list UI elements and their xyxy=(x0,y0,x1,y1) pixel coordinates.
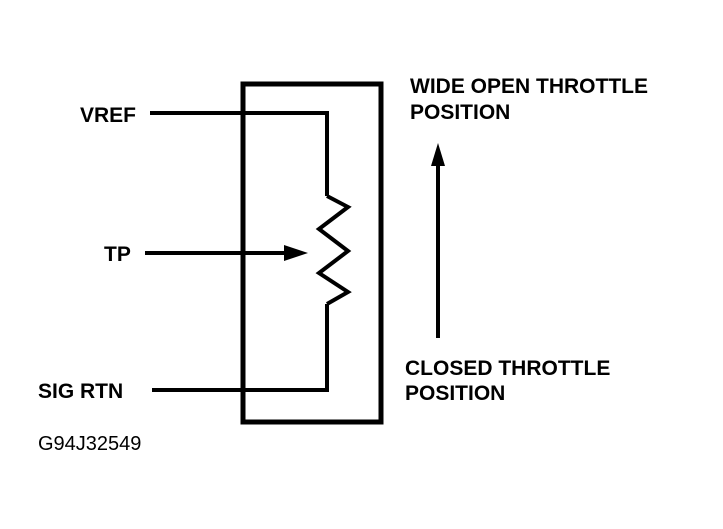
resistor-symbol xyxy=(315,194,352,306)
tp-wiper-arrowhead xyxy=(284,245,308,261)
wide-open-label-line2: POSITION xyxy=(410,101,510,124)
throttle-direction-arrowhead xyxy=(431,143,445,166)
sig-rtn-label: SIG RTN xyxy=(38,380,123,403)
closed-label-line2: POSITION xyxy=(405,382,505,405)
wide-open-label-line1: WIDE OPEN THROTTLE xyxy=(410,75,648,98)
tp-label: TP xyxy=(104,243,131,266)
closed-label-line1: CLOSED THROTTLE xyxy=(405,357,610,380)
sig-rtn-wire xyxy=(152,304,329,392)
vref-label: VREF xyxy=(80,104,136,127)
figure-id: G94J32549 xyxy=(38,433,141,455)
vref-wire xyxy=(150,111,329,196)
